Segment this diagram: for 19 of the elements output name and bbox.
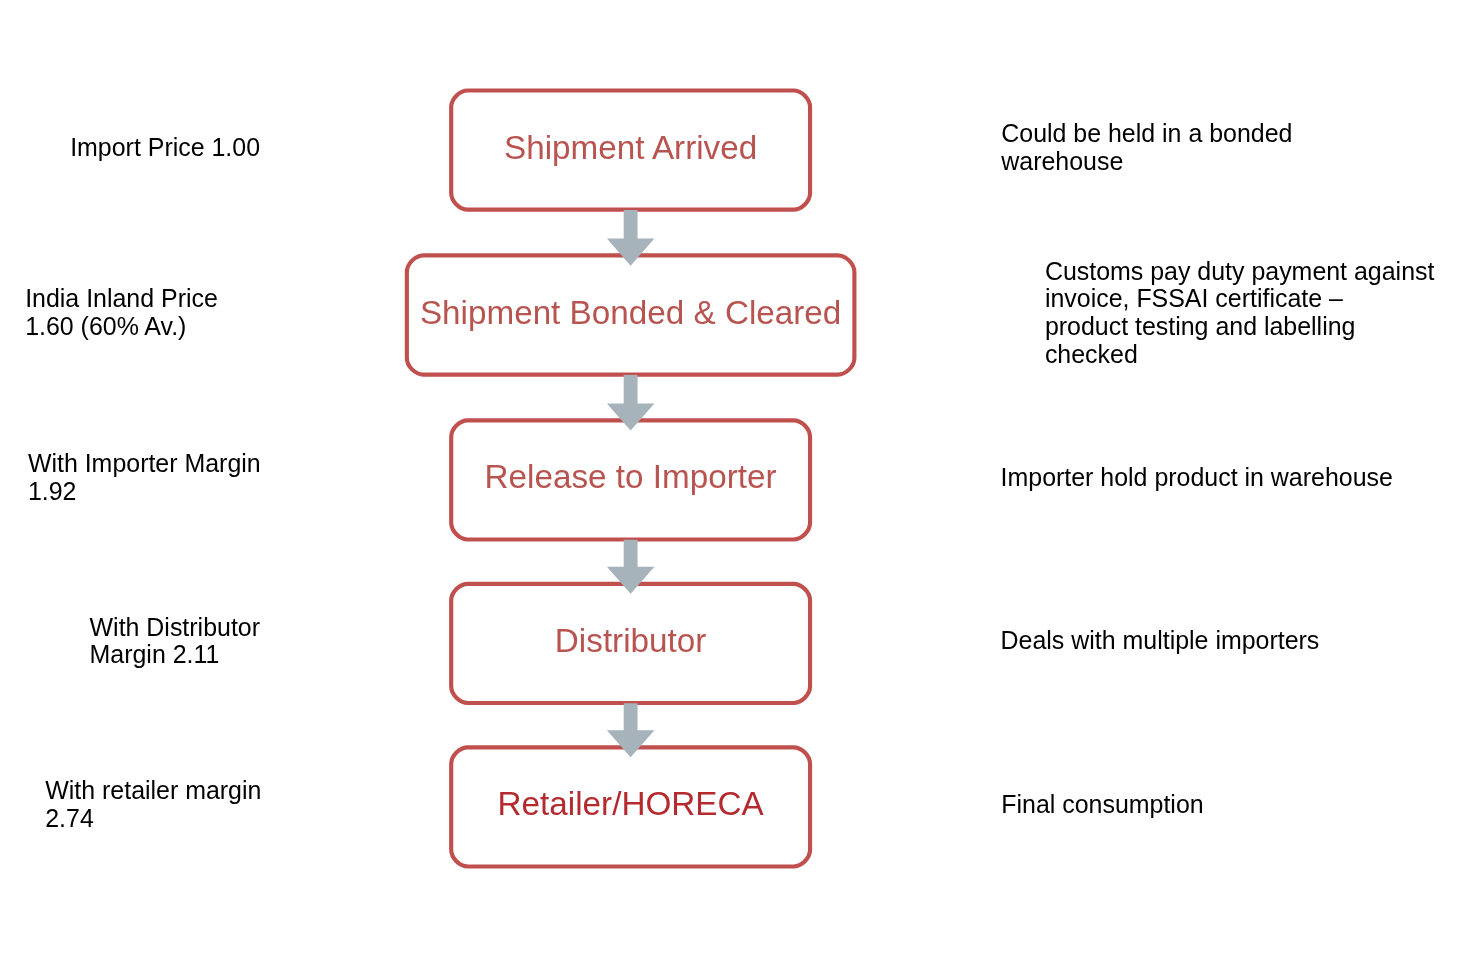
label: Final consumption: [1001, 789, 1204, 818]
node-box: Retailer/HORECA: [449, 745, 813, 869]
label: With Distributor Margin 2.11: [89, 612, 260, 669]
arrow: [606, 210, 655, 266]
node-box: Release to Importer: [449, 418, 813, 542]
label: With retailer margin 2.74: [45, 776, 262, 832]
label: With Importer Margin 1.92: [27, 449, 261, 505]
arrow: [606, 374, 655, 431]
label: India Inland Price 1.60 (60% Av.): [25, 284, 218, 340]
node-box: Shipment Bonded & Cleared: [404, 253, 857, 377]
label: Customs pay duty payment against invoice, FSSAI certificate – product testing and labelling checked: [1044, 256, 1435, 368]
label: Could be held in a bonded warehouse: [1001, 119, 1293, 176]
node-box: Shipment Arrived: [449, 88, 813, 212]
arrow: [606, 539, 655, 594]
label: Import Price 1.00: [70, 133, 261, 162]
node-box: Distributor: [449, 581, 813, 706]
arrow: [606, 703, 655, 758]
label: Importer hold product in warehouse: [1000, 462, 1393, 491]
label: Deals with multiple importers: [1000, 626, 1320, 655]
